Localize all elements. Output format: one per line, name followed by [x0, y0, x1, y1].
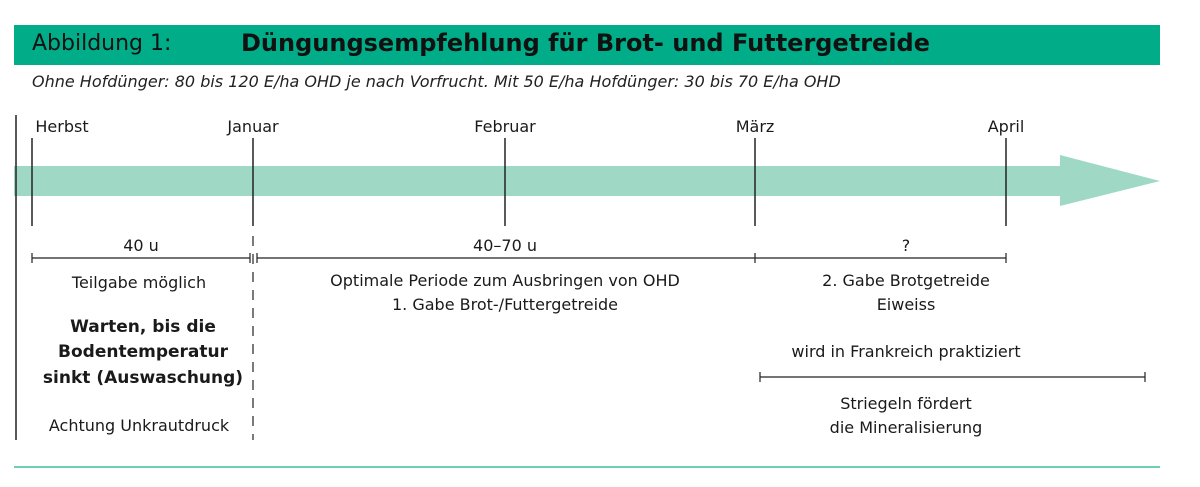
segment-label-1: 40 u: [123, 236, 159, 255]
header-bar: [14, 25, 1160, 65]
col3-eiweiss: Eiweiss: [876, 295, 936, 314]
col3-striegeln-line-2: die Mineralisierung: [829, 418, 983, 437]
segment-label-3: ?: [901, 236, 911, 255]
figure-label: Abbildung 1:: [32, 31, 172, 56]
month-label-maerz: März: [735, 117, 775, 136]
figure-title: Düngungsempfehlung für Brot- und Futterg…: [241, 29, 931, 57]
month-label-februar: Februar: [474, 117, 536, 136]
segment-bracket-1: [31, 253, 251, 263]
month-label-april: April: [987, 117, 1025, 136]
col1-unkrautdruck: Achtung Unkrautdruck: [48, 416, 230, 435]
segment-label-2: 40–70 u: [473, 236, 537, 255]
month-label-herbst: Herbst: [35, 117, 89, 136]
col1-warten-line-3: sinkt (Auswaschung): [42, 368, 244, 388]
col1-warten-line-1: Warten, bis die: [70, 317, 216, 337]
month-label-januar: Januar: [227, 117, 279, 136]
col1-warten-line-2: Bodentemperatur: [58, 342, 228, 362]
col2-erste-gabe: 1. Gabe Brot-/Futtergetreide: [391, 295, 619, 314]
striegeln-bracket: [759, 372, 1146, 382]
col3-striegeln-line-1: Striegeln fördert: [840, 394, 972, 413]
col3-frankreich: wird in Frankreich praktiziert: [791, 342, 1021, 361]
segment-bracket-3: [755, 253, 1007, 263]
timeline-arrow: [14, 155, 1160, 206]
col1-teilgabe: Teilgabe möglich: [71, 273, 207, 292]
col3-zweite-gabe: 2. Gabe Brotgetreide: [822, 271, 990, 290]
subtitle: Ohne Hofdünger: 80 bis 120 E/ha OHD je n…: [32, 72, 841, 91]
col2-optimale-periode: Optimale Periode zum Ausbringen von OHD: [330, 271, 680, 290]
